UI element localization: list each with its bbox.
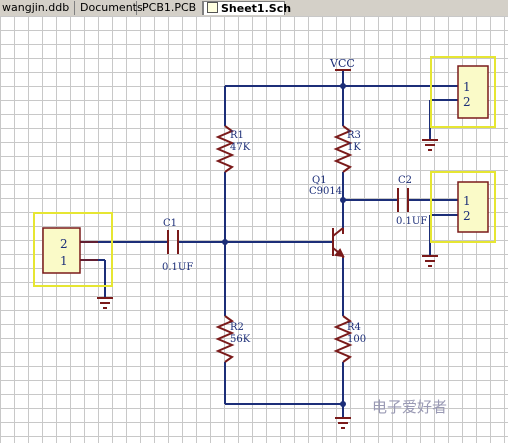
connector-right-bottom[interactable]: 1 2	[430, 171, 496, 243]
c2-ref: C2	[398, 175, 412, 186]
connector-right-bottom-outline	[430, 171, 496, 243]
connector-right-top-body	[457, 65, 489, 119]
ground-input[interactable]	[97, 297, 113, 309]
connector-left-pin-bottom: 1	[60, 254, 68, 268]
r2-value: 56K	[230, 334, 251, 345]
watermark: 电子爱好者	[372, 398, 447, 416]
ground-output[interactable]	[422, 255, 438, 267]
connector-left-pin-top: 2	[60, 237, 68, 251]
connector-right-top-outline	[430, 56, 496, 128]
schematic-sheet-icon	[207, 2, 218, 13]
capacitors	[167, 188, 409, 254]
junctions	[222, 83, 346, 407]
connector-right-bottom-pin-top: 1	[463, 194, 471, 208]
junction-base	[222, 239, 228, 245]
c1-symbol[interactable]	[167, 230, 179, 254]
c2-symbol[interactable]	[397, 188, 409, 212]
connector-right-top[interactable]: 1 2	[430, 56, 496, 128]
vcc-symbol[interactable]: VCC	[329, 57, 355, 71]
connector-left[interactable]: 2 1	[33, 212, 113, 287]
connector-left-body	[42, 227, 81, 274]
vcc-label: VCC	[329, 57, 355, 70]
r3-value: 1K	[347, 142, 361, 153]
r1-ref: R1	[230, 130, 244, 141]
c2-value: 0.1UF	[396, 216, 427, 227]
tab-sheet1-label: Sheet1.Sch	[221, 2, 292, 15]
grounds	[97, 139, 438, 429]
ground-top-connector[interactable]	[422, 139, 438, 151]
q1-collector-lead	[332, 227, 344, 237]
r3-symbol[interactable]	[333, 125, 353, 173]
c1-ref: C1	[163, 218, 177, 229]
r4-ref: R4	[347, 322, 361, 333]
schematic-canvas: VCC 2 1 1 2 1 2	[33, 56, 496, 429]
r2-ref: R2	[230, 322, 244, 333]
document-tab-bar: wangjin.ddb Documents PCB1.PCB Sheet1.Sc…	[0, 0, 508, 17]
r1-value: 47K	[230, 142, 251, 153]
tab-documents[interactable]: Documents	[75, 1, 143, 15]
q1-symbol[interactable]	[332, 227, 345, 258]
q1-ref: Q1	[312, 175, 327, 186]
tab-pcb1[interactable]: PCB1.PCB	[137, 1, 203, 15]
tab-sheet1-sch[interactable]: Sheet1.Sch	[203, 1, 291, 15]
resistors	[215, 125, 353, 363]
c1-value: 0.1UF	[162, 262, 193, 273]
r4-symbol[interactable]	[333, 315, 353, 363]
wires	[80, 70, 460, 418]
r4-value: 100	[347, 334, 366, 345]
q1-emitter-arrow	[334, 248, 345, 258]
r3-ref: R3	[347, 130, 361, 141]
junction-bottom	[340, 401, 346, 407]
r1-symbol[interactable]	[215, 125, 235, 173]
r2-symbol[interactable]	[215, 315, 235, 363]
connector-right-top-pin-top: 1	[463, 80, 471, 94]
tab-wangjin-ddb[interactable]: wangjin.ddb	[0, 1, 75, 15]
schematic-sheet[interactable]: VCC 2 1 1 2 1 2	[0, 16, 508, 443]
junction-vcc	[340, 83, 346, 89]
connector-right-bottom-body	[457, 181, 489, 233]
connector-left-outline	[33, 212, 113, 287]
q1-value: C9014	[309, 186, 342, 197]
component-labels: R1 47K R2 56K R3 1K R4 100 C1 0.1UF C2 0…	[162, 130, 427, 345]
ground-emitter[interactable]	[335, 417, 351, 429]
connector-right-bottom-pin-bottom: 2	[463, 209, 471, 223]
junction-collector	[340, 197, 346, 203]
connector-right-top-pin-bottom: 2	[463, 95, 471, 109]
